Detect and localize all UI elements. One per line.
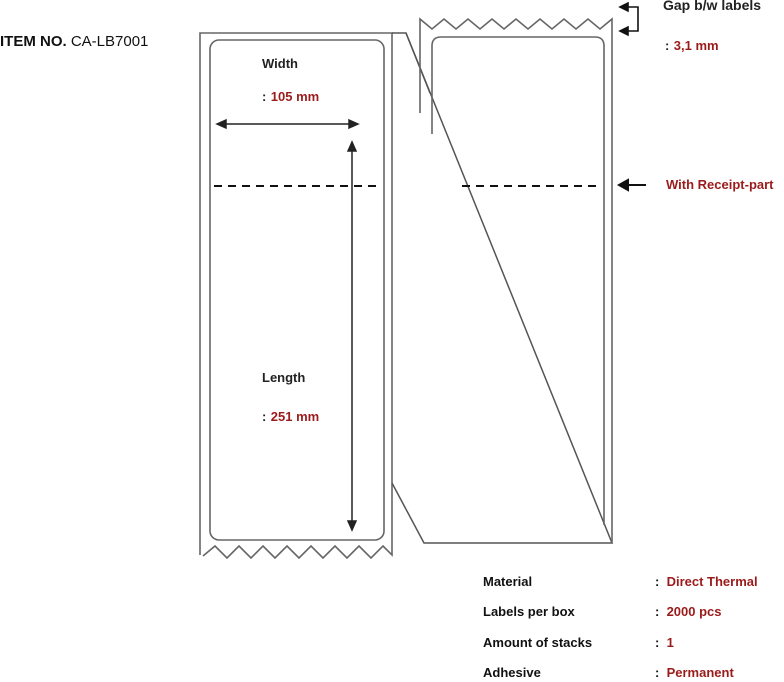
item-number: ITEM NO. CA-LB7001 <box>0 33 148 50</box>
spec-colon: : <box>655 635 660 650</box>
gap-value-row: : 3,1 mm <box>665 37 719 55</box>
spec-value: 2000 pcs <box>666 604 722 619</box>
spec-row-labels-per-box: Labels per box <box>483 604 575 619</box>
item-number-label: ITEM NO. <box>0 33 67 50</box>
spec-row-adhesive: Adhesive <box>483 665 541 680</box>
spec-colon: : <box>655 665 660 680</box>
spec-value-adhesive: : Permanent <box>655 665 734 680</box>
width-label: Width <box>262 56 298 71</box>
width-value: 105 mm <box>270 89 320 104</box>
spec-colon: : <box>655 574 660 589</box>
spec-row-material: Material <box>483 574 532 589</box>
width-arrow <box>215 118 360 130</box>
spec-value-material: : Direct Thermal <box>655 574 758 589</box>
receipt-arrow-icon <box>616 178 646 192</box>
width-colon: : <box>262 89 267 104</box>
length-value-row: : 251 mm <box>262 408 319 426</box>
spec-colon: : <box>655 604 660 619</box>
spec-row-stacks: Amount of stacks <box>483 635 592 650</box>
spec-label: Labels per box <box>483 604 575 619</box>
receipt-label: With Receipt-part <box>666 177 774 192</box>
spec-value: Permanent <box>666 665 734 680</box>
spec-value-stacks: : 1 <box>655 635 674 650</box>
spec-label: Adhesive <box>483 665 541 680</box>
gap-arrow-icon <box>618 1 639 37</box>
fold-outline <box>391 32 614 544</box>
length-colon: : <box>262 409 267 424</box>
length-value: 251 mm <box>270 409 320 424</box>
spec-value: Direct Thermal <box>666 574 758 589</box>
length-label: Length <box>262 370 306 385</box>
back-label-strip <box>419 17 613 543</box>
gap-label: Gap b/w labels <box>663 0 762 13</box>
spec-label: Amount of stacks <box>483 635 593 650</box>
spec-label: Material <box>483 574 533 589</box>
gap-value: 3,1 mm <box>673 38 719 53</box>
spec-value-labels-per-box: : 2000 pcs <box>655 604 722 619</box>
front-label-strip <box>199 32 393 560</box>
spec-value: 1 <box>666 635 674 650</box>
length-arrow <box>346 140 358 532</box>
gap-colon: : <box>665 38 670 53</box>
item-number-value: CA-LB7001 <box>70 33 149 50</box>
width-value-row: : 105 mm <box>262 88 319 106</box>
